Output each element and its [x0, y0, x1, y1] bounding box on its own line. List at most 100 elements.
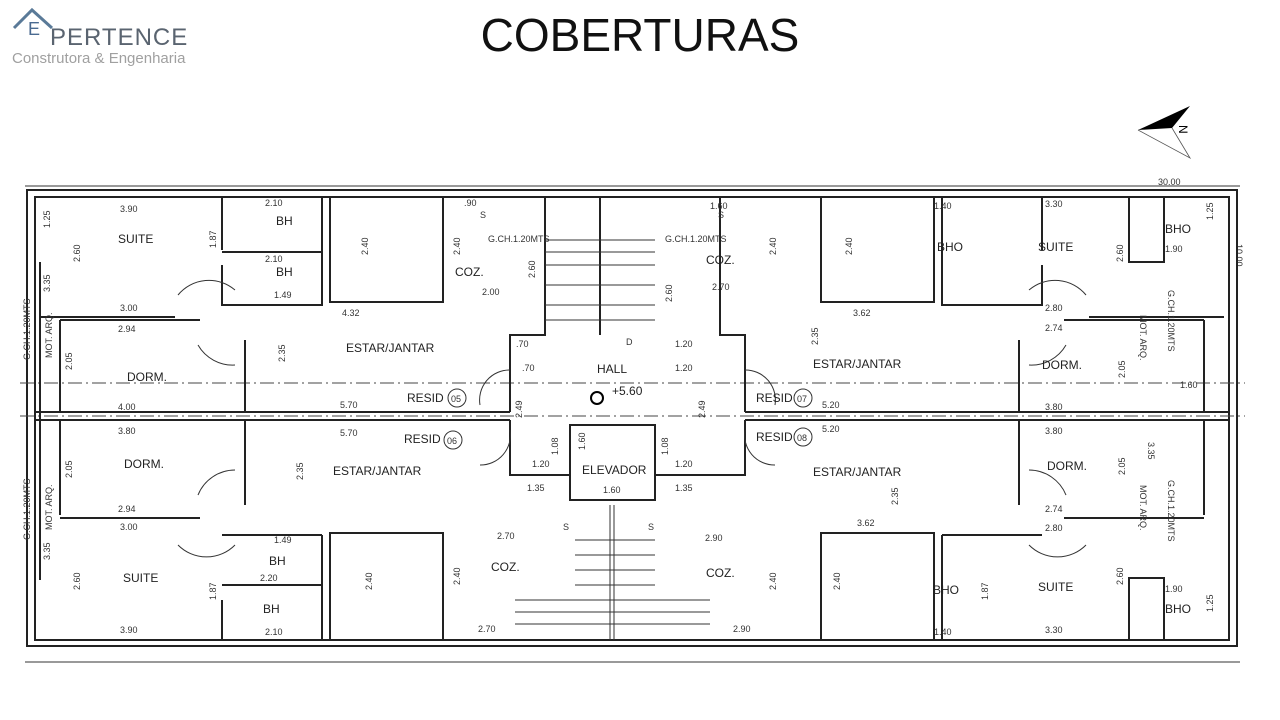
plan-line: [447, 388, 467, 408]
room-label: SUITE: [1038, 580, 1073, 594]
dimension-label: 5.70: [340, 400, 358, 410]
dimension-label: 2.10: [265, 627, 283, 637]
dimension-label: 3.90: [120, 204, 138, 214]
dimension-label: 5.20: [822, 424, 840, 434]
plan-line: [509, 197, 546, 412]
dimension-label: 1.60: [577, 432, 587, 450]
dimension-label: 5.70: [340, 428, 358, 438]
room-label: ESTAR/JANTAR: [813, 357, 902, 371]
dimension-label: S: [648, 522, 654, 532]
room-label: ELEVADOR: [582, 463, 647, 477]
dimension-label: G.CH.1.20MTS: [1166, 290, 1176, 352]
dimension-label: 1.20: [532, 459, 550, 469]
dimension-label: 1.87: [208, 230, 218, 248]
dimension-label: 08: [797, 433, 807, 443]
dimension-label: 2.35: [810, 327, 820, 345]
plan-line: [1138, 106, 1190, 130]
dimension-label: 1.20: [675, 363, 693, 373]
room-label: BHO: [933, 583, 959, 597]
plan-line: [1128, 577, 1165, 641]
dimension-label: MOT. ARQ.: [44, 484, 54, 530]
plan-line: [744, 369, 776, 406]
room-label: BHO: [1165, 602, 1191, 616]
dimension-label: 3.35: [42, 274, 52, 292]
dimension-label: 10.00: [1234, 244, 1244, 267]
page-title: COBERTURAS: [480, 9, 800, 61]
dimension-label: G.CH.1.20MTS: [22, 478, 32, 540]
dimension-label: 3.00: [120, 303, 138, 313]
dimension-label: 1.08: [660, 437, 670, 455]
room-label: ESTAR/JANTAR: [813, 465, 902, 479]
plan-line: [443, 430, 463, 450]
dimension-label: 2.60: [1115, 244, 1125, 262]
dimension-label: G.CH.1.20MTS: [488, 234, 550, 244]
room-label: DORM.: [1047, 459, 1087, 473]
company-logo: E PERTENCE Construtora & Engenharia: [10, 6, 230, 67]
dimension-label: 2.49: [697, 400, 707, 418]
dimension-label: 2.90: [733, 624, 751, 634]
dimension-label: D: [626, 337, 633, 347]
dimension-label: 3.30: [1045, 625, 1063, 635]
brand-name: PERTENCE: [50, 24, 189, 51]
room-label: HALL: [597, 362, 627, 376]
dimension-label: 2.20: [260, 573, 278, 583]
dimension-label: 2.40: [832, 572, 842, 590]
dimension-label: E: [28, 19, 40, 36]
dimension-label: 1.60: [603, 485, 621, 495]
dimension-label: 2.60: [72, 244, 82, 262]
dimension-label: .70: [516, 339, 529, 349]
dimension-label: 1.90: [1165, 244, 1183, 254]
dimension-label: 2.40: [844, 237, 854, 255]
dimension-label: N: [1176, 125, 1190, 134]
room-label: BH: [276, 265, 293, 279]
room-label: BH: [263, 602, 280, 616]
dimension-label: 2.40: [364, 572, 374, 590]
dimension-label: 1.35: [527, 483, 545, 493]
dimension-label: 2.35: [295, 462, 305, 480]
room-label: DORM.: [1042, 358, 1082, 372]
dimension-label: 2.60: [1115, 567, 1125, 585]
dimension-label: 3.30: [1045, 199, 1063, 209]
dimension-label: 2.80: [1045, 523, 1063, 533]
room-label: SUITE: [123, 571, 158, 585]
dimension-label: 1.08: [550, 437, 560, 455]
dimension-label: 1.20: [675, 339, 693, 349]
dimension-label: MOT. ARQ.: [1138, 315, 1148, 361]
room-label: ESTAR/JANTAR: [346, 341, 435, 355]
dimension-label: 1.25: [42, 210, 52, 228]
house-logo-icon: E: [12, 7, 54, 36]
dimension-label: 1.60: [1180, 380, 1198, 390]
room-label: COZ.: [706, 566, 735, 580]
dimension-label: 1.35: [675, 483, 693, 493]
north-arrow-icon: N: [1137, 106, 1192, 160]
dimension-label: 2.40: [452, 567, 462, 585]
dimension-label: 06: [447, 436, 457, 446]
plan-line: [1028, 469, 1067, 496]
dimension-label: 07: [797, 394, 807, 404]
plan-line: [1028, 344, 1067, 366]
plan-line: [820, 197, 935, 303]
left-units-walls: [39, 197, 444, 640]
dimension-label: 1.49: [274, 290, 292, 300]
plan-line: [329, 197, 444, 303]
dimension-label: 2.40: [768, 237, 778, 255]
room-label: RESID: [404, 432, 441, 446]
room-label: RESID: [756, 430, 793, 444]
dimension-label: 05: [451, 394, 461, 404]
room-label: BH: [269, 554, 286, 568]
room-label: COZ.: [706, 253, 735, 267]
dimension-label: 1.25: [1205, 594, 1215, 612]
dimension-label: 3.35: [42, 542, 52, 560]
plan-line: [177, 544, 236, 558]
room-label: BH: [276, 214, 293, 228]
dimension-label: 3.80: [1045, 426, 1063, 436]
dimension-label: 3.00: [120, 522, 138, 532]
dimension-label: 2.35: [890, 487, 900, 505]
dimension-label: 2.05: [1117, 457, 1127, 475]
dimension-label: 2.60: [664, 284, 674, 302]
dimension-label: G.CH.1.20MTS: [665, 234, 727, 244]
dimension-label: 2.00: [482, 287, 500, 297]
dimension-label: 3.35: [1146, 442, 1156, 460]
dimension-label: 2.94: [118, 504, 136, 514]
dimension-label: 2.80: [1045, 303, 1063, 313]
